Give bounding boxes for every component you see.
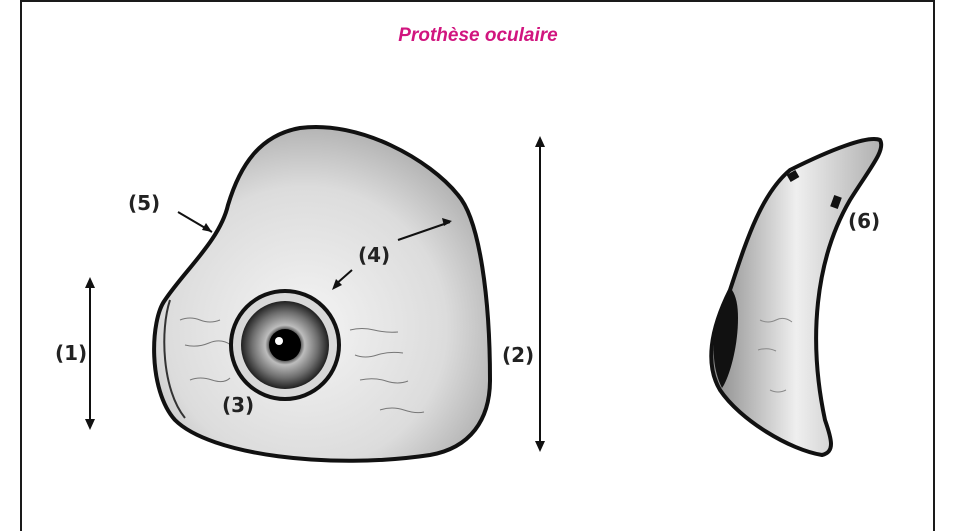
prosthesis-side-view [711,139,881,455]
prosthesis-shell [154,127,490,461]
label-1: (1) [55,341,87,365]
label-5: (5) [128,191,160,215]
pupil [269,329,301,361]
label-4: (4) [358,243,390,267]
label-3: (3) [222,393,254,417]
label-2: (2) [502,343,534,367]
label-6: (6) [848,209,880,233]
pupil-highlight [275,337,283,345]
